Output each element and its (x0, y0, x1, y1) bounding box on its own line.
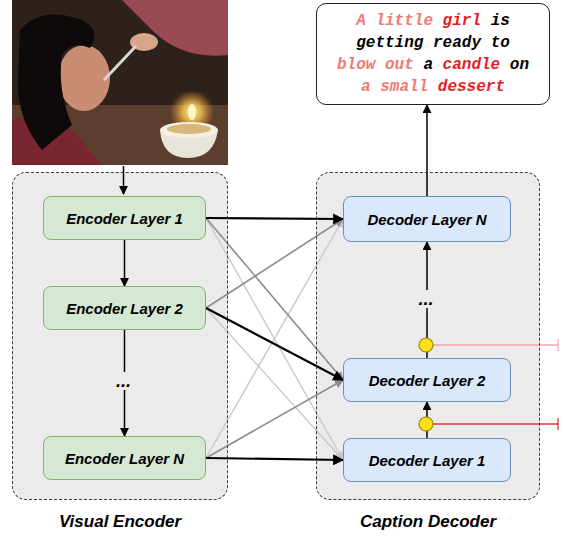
gate-dot (419, 417, 433, 431)
caption-word: blow (337, 56, 375, 74)
connector-arrow (206, 219, 343, 458)
signal-tick (557, 418, 558, 430)
caption-word: a (423, 56, 433, 74)
caption-word: little (375, 12, 433, 30)
layer-label: Encoder Layer 2 (66, 300, 183, 317)
connector-arrow (426, 105, 428, 196)
photo-arrow (123, 166, 125, 194)
connector-arrow (206, 380, 343, 458)
photo-dessert (167, 124, 211, 134)
connector-arrow (206, 308, 343, 380)
photo-face (58, 45, 110, 111)
connector-arrow (124, 240, 126, 286)
decoder-layer: Decoder Layer 1 (343, 438, 511, 482)
layer-label: Decoder Layer 1 (369, 452, 486, 469)
decoder-layer: Decoder Layer N (343, 196, 511, 242)
ellipsis-label: ... (415, 290, 436, 308)
caption-word: a (361, 78, 371, 96)
encoder-group: Visual EncoderEncoder Layer 1Encoder Lay… (12, 172, 228, 500)
encoder-layer: Encoder Layer 1 (43, 196, 206, 240)
decoder-layer: Decoder Layer 2 (343, 358, 511, 402)
signal-tick (557, 339, 558, 351)
photo-background (12, 0, 228, 165)
gate-dot (419, 338, 433, 352)
layer-label: Encoder Layer 1 (66, 210, 183, 227)
photo-hair (18, 14, 95, 150)
connector-arrow (206, 219, 343, 308)
photo-spoon (104, 46, 136, 80)
caption-word: to (491, 34, 510, 52)
layer-label: Encoder Layer N (65, 450, 184, 467)
caption-word: ready (433, 34, 481, 52)
encoder-layer: Encoder Layer N (43, 436, 206, 480)
caption-word: A (356, 12, 366, 30)
caption-word: candle (443, 56, 501, 74)
connector-arrow (206, 218, 343, 460)
caption-word: out (385, 56, 414, 74)
photo-flame (188, 104, 196, 120)
decoder-group: Caption DecoderDecoder Layer NDecoder La… (316, 172, 540, 500)
connector-arrow (206, 308, 343, 460)
photo (12, 0, 228, 165)
caption-box: A little girl is getting ready to blow o… (316, 3, 550, 105)
connector-arrow (206, 218, 343, 380)
caption-word: dessert (438, 78, 505, 96)
caption-word: small (380, 78, 428, 96)
photo-bowl-rim (160, 122, 218, 138)
layer-label: Decoder Layer N (367, 211, 486, 228)
layer-label: Decoder Layer 2 (369, 372, 486, 389)
connector-arrow (206, 218, 343, 219)
photo-sleeve (122, 0, 228, 56)
caption-word: getting (356, 34, 423, 52)
encoder-layer: Encoder Layer 2 (43, 286, 206, 330)
caption-word: on (510, 56, 529, 74)
encoder-ground (12, 172, 228, 500)
caption-word: is (491, 12, 510, 30)
group-title: Visual Encoder (13, 512, 227, 532)
group-title: Caption Decoder (317, 512, 539, 532)
ellipsis-label: ... (113, 372, 134, 390)
decoder-ground (316, 172, 540, 500)
caption-text: A little girl is getting ready to blow o… (334, 10, 532, 98)
connector-arrow (206, 458, 343, 460)
caption-word: girl (443, 12, 481, 30)
